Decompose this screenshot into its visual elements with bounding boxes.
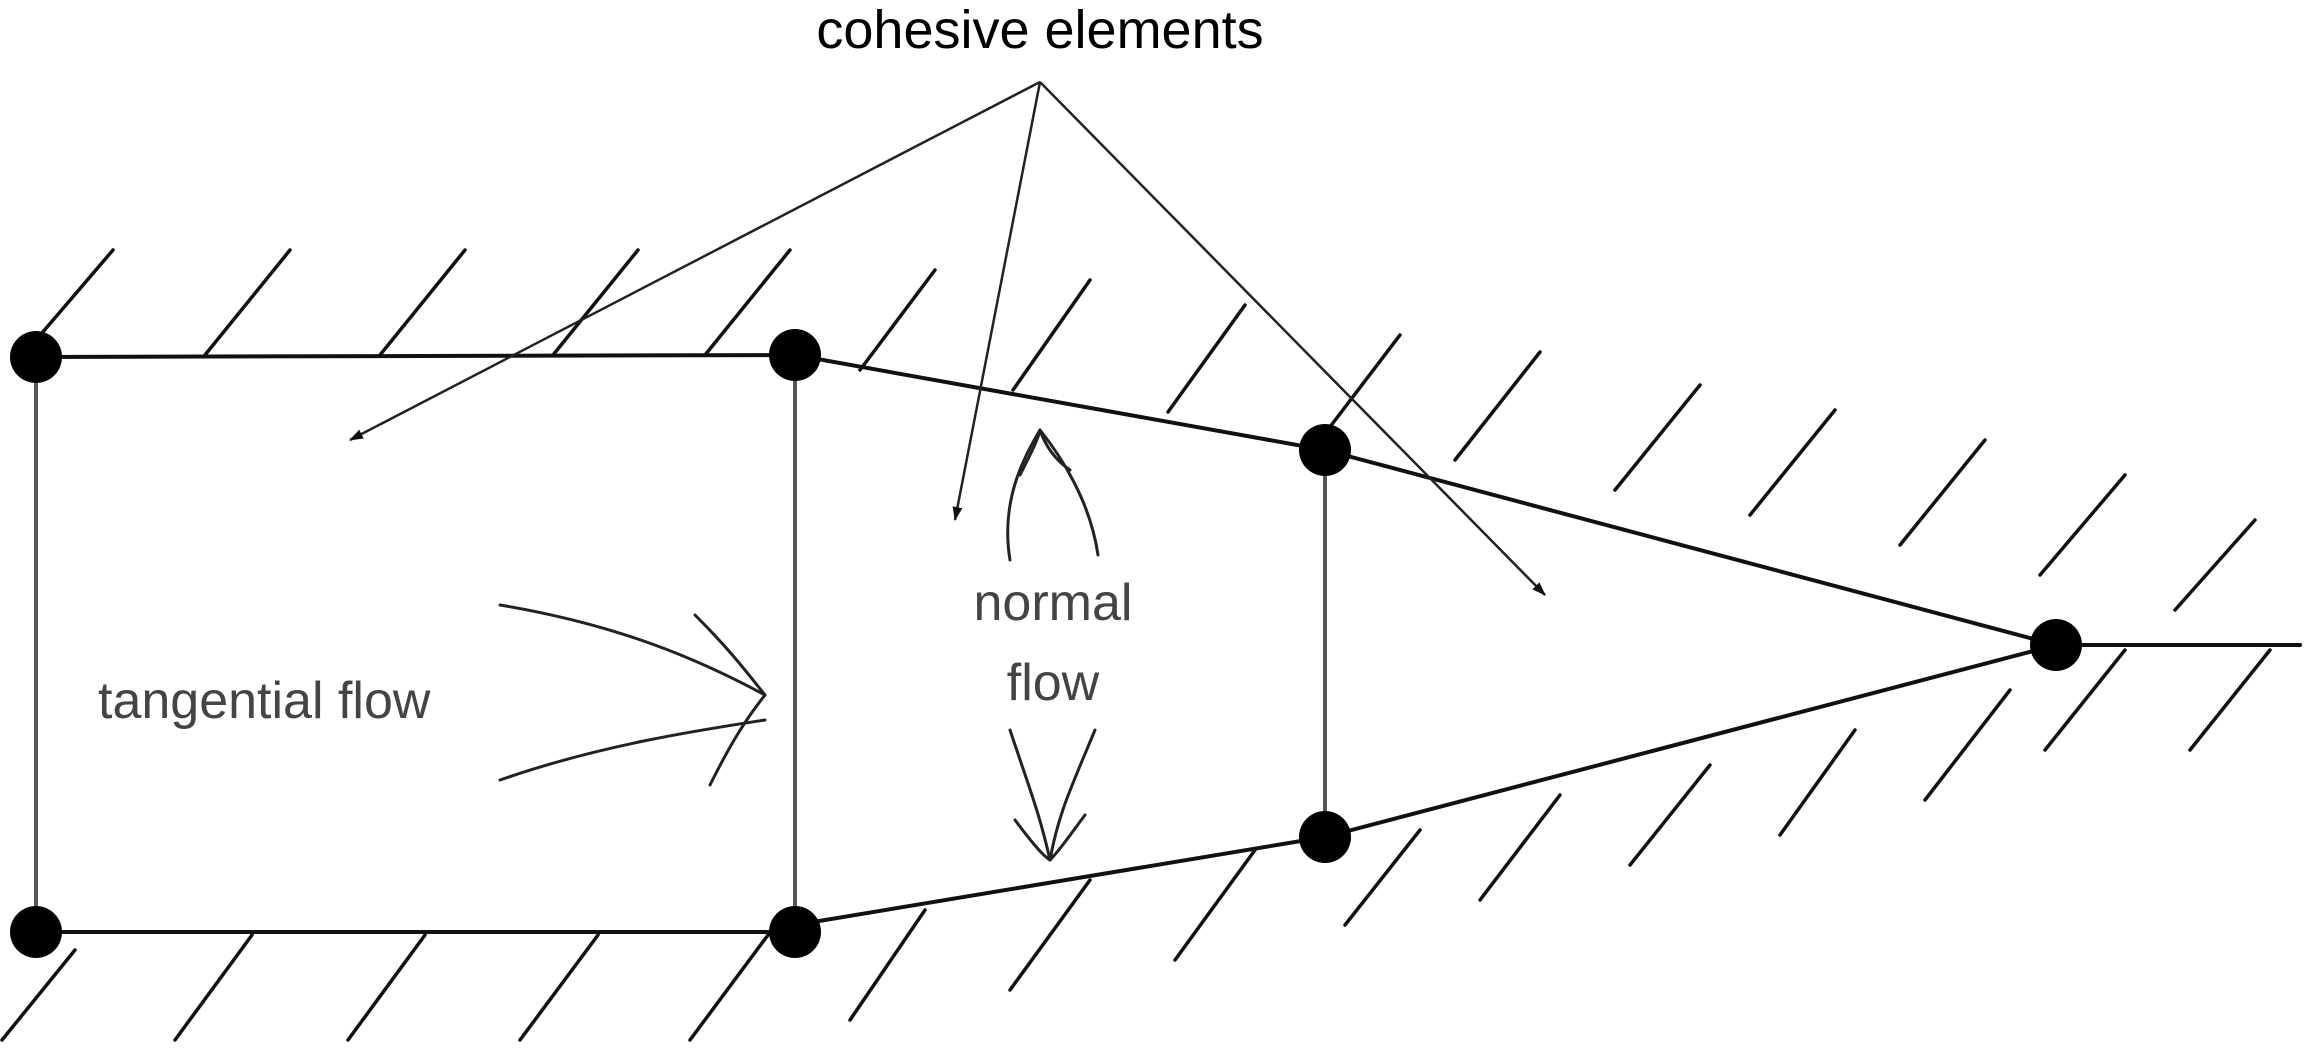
node bbox=[769, 906, 821, 958]
tangential-flow-arrows bbox=[498, 603, 767, 787]
node bbox=[10, 906, 62, 958]
node bbox=[2030, 619, 2082, 671]
normal-flow-arrows bbox=[1006, 428, 1100, 862]
node bbox=[769, 329, 821, 381]
pointer-arrow-right bbox=[1039, 81, 1546, 596]
normal-flow-label-line2: flow bbox=[1007, 654, 1100, 712]
node bbox=[10, 331, 62, 383]
mesh-nodes bbox=[10, 329, 2082, 958]
cohesive-elements-label: cohesive elements bbox=[816, 0, 1263, 60]
mesh-edges bbox=[34, 353, 2302, 934]
pointer-arrow-left bbox=[349, 80, 1041, 442]
bottom-boundary-hatching bbox=[0, 648, 2272, 1042]
cohesive-element-pointers bbox=[349, 80, 1546, 596]
normal-flow-label-line1: normal bbox=[974, 574, 1133, 632]
node bbox=[1299, 424, 1351, 476]
top-boundary-hatching bbox=[34, 248, 2257, 612]
pointer-arrow-middle bbox=[952, 81, 1042, 521]
node bbox=[1299, 811, 1351, 863]
tangential-flow-label: tangential flow bbox=[98, 672, 431, 730]
